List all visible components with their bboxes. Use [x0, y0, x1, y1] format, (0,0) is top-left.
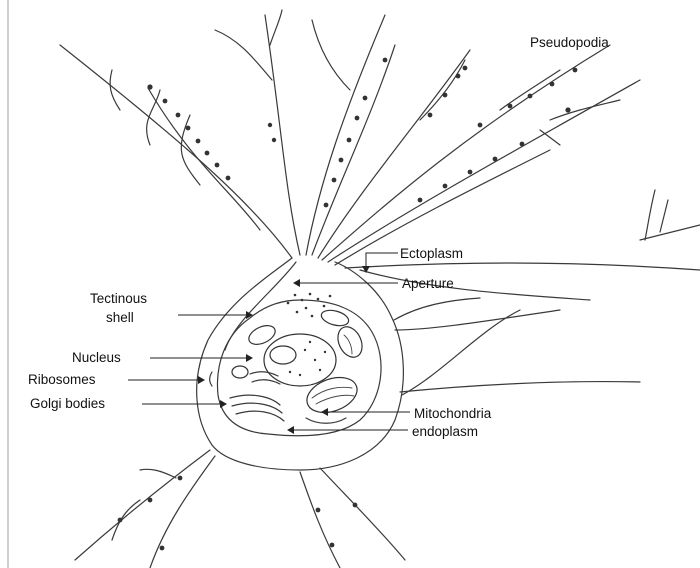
- nucleus: [264, 334, 336, 386]
- label-endoplasm: endoplasm: [287, 424, 478, 439]
- lower-pseudopodia: [75, 450, 405, 568]
- label-shell-text: shell: [106, 310, 134, 325]
- upper-pseudopodia: [60, 10, 700, 300]
- label-ectoplasm: Ectoplasm: [362, 246, 463, 273]
- label-golgi-text: Golgi bodies: [30, 396, 105, 411]
- label-mitochondria-text: Mitochondria: [414, 406, 492, 421]
- label-aperture-text: Aperture: [402, 276, 454, 291]
- label-tectinous-shell: Tectinous shell: [90, 291, 253, 325]
- label-nucleus-text: Nucleus: [72, 350, 121, 365]
- label-endoplasm-text: endoplasm: [412, 424, 478, 439]
- label-mitochondria: Mitochondria: [321, 406, 492, 421]
- label-tectinous-text: Tectinous: [90, 291, 147, 306]
- label-ribosomes-text: Ribosomes: [28, 372, 96, 387]
- label-ribosomes: Ribosomes: [28, 372, 205, 387]
- label-ectoplasm-text: Ectoplasm: [400, 246, 463, 261]
- label-pseudopodia-text: Pseudopodia: [530, 35, 609, 50]
- label-nucleus: Nucleus: [72, 350, 253, 365]
- label-pseudopodia: Pseudopodia: [530, 35, 609, 50]
